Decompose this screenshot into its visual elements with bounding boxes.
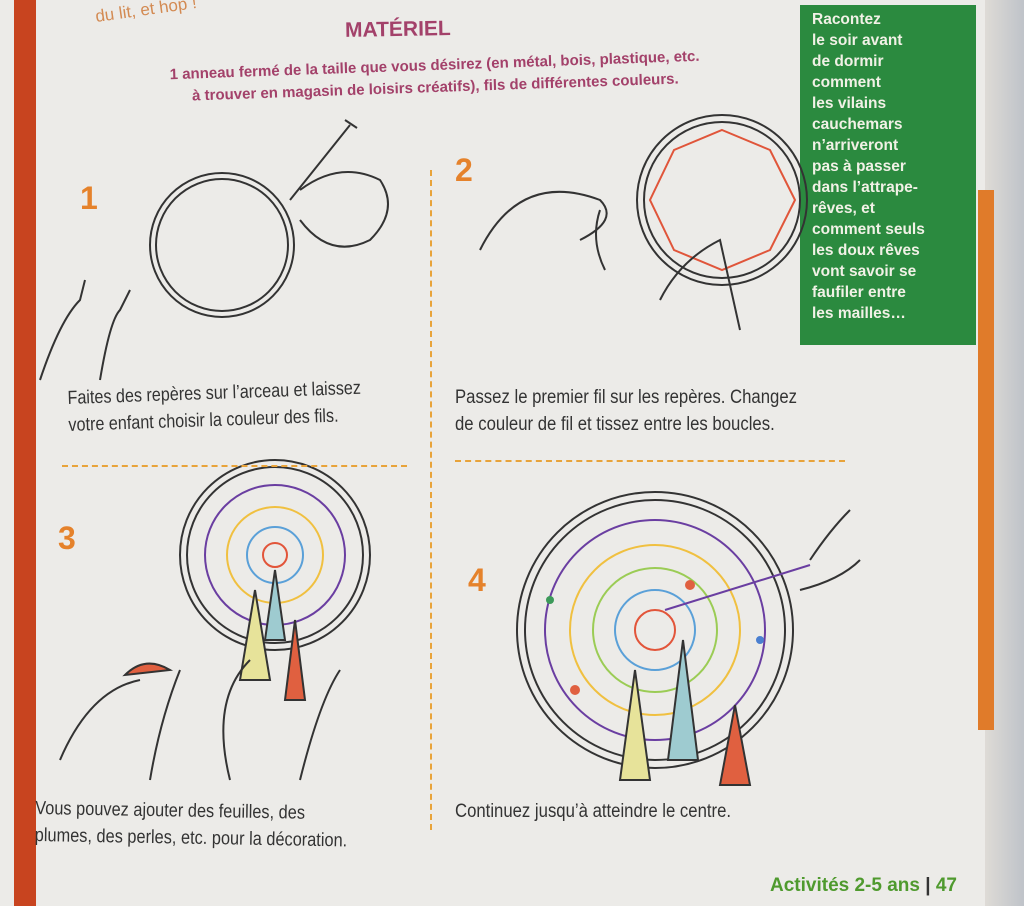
- divider: [455, 460, 845, 462]
- tip-line: Racontez: [812, 11, 881, 28]
- divider: [62, 465, 407, 467]
- page-footer: Activités 2-5 ans | 47: [770, 875, 957, 897]
- tip-line: faufiler entre: [812, 284, 906, 301]
- tip-line: les mailles…: [812, 305, 906, 322]
- caption-line: Continuez jusqu’à atteindre le centre.: [455, 801, 732, 822]
- step-number-3: 3: [58, 520, 76, 556]
- footer-separator: |: [925, 875, 931, 896]
- step-caption-3: Vous pouvez ajouter des feuilles, des pl…: [35, 795, 348, 854]
- tip-line: les vilains: [812, 95, 887, 112]
- step-caption-1: Faites des repères sur l’arceau et laiss…: [67, 375, 362, 439]
- hoop-illustration-1: [39, 119, 389, 381]
- tip-line: les doux rêves: [812, 242, 920, 259]
- tip-line: rêves, et: [812, 200, 875, 217]
- tip-line: cauchemars: [812, 116, 903, 133]
- book-spine: [14, 0, 36, 906]
- hoop-illustration-2: [479, 114, 808, 331]
- page-number: 47: [935, 875, 957, 896]
- divider: [430, 170, 432, 830]
- page-tab: [978, 190, 994, 730]
- tip-line: comment: [812, 74, 881, 91]
- caption-line: de couleur de fil et tissez entre les bo…: [455, 414, 775, 435]
- tip-line: pas à passer: [812, 158, 906, 175]
- step-number-2: 2: [455, 152, 473, 188]
- tip-line: comment seuls: [812, 221, 925, 238]
- tip-line: n’arriveront: [812, 137, 899, 154]
- step-number-4: 4: [468, 562, 486, 598]
- caption-line: Passez le premier fil sur les repères. C…: [455, 387, 797, 408]
- tip-line: le soir avant: [812, 32, 903, 49]
- tip-line: vont savoir se: [812, 263, 917, 280]
- step-number-1: 1: [80, 180, 98, 216]
- tip-line: de dormir: [812, 53, 884, 70]
- caption-line: plumes, des perles, etc. pour la décorat…: [34, 824, 348, 852]
- step-caption-4: Continuez jusqu’à atteindre le centre.: [455, 798, 731, 825]
- footer-section: Activités 2-5 ans: [770, 875, 920, 896]
- hoop-illustration-3: [59, 459, 371, 781]
- step-caption-2: Passez le premier fil sur les repères. C…: [455, 384, 797, 438]
- hoop-illustration-4: [516, 491, 861, 786]
- tip-line: dans l’attrape-: [812, 179, 918, 196]
- tip-box: Racontez le soir avant de dormir comment…: [800, 5, 976, 345]
